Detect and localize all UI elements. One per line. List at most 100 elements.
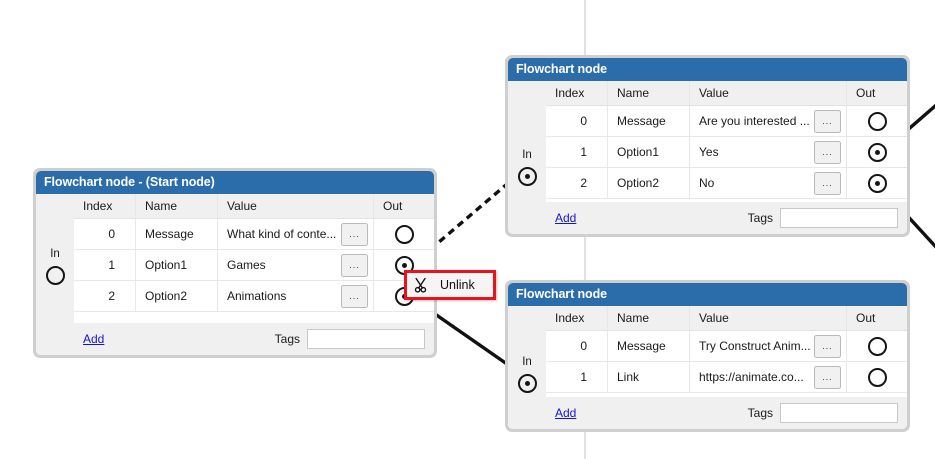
add-row-link[interactable]: Add — [555, 211, 577, 225]
cell-out[interactable] — [374, 219, 434, 249]
column-header-index: Index — [546, 81, 608, 105]
in-port-connected[interactable] — [518, 167, 537, 186]
column-header-value: Value — [218, 194, 374, 218]
cell-value-text: Are you interested ... — [699, 114, 810, 128]
cell-value[interactable]: No ... — [690, 168, 847, 198]
node-footer: Add Tags — [546, 397, 907, 429]
in-label: In — [522, 356, 532, 368]
node-title: Flowchart node — [508, 283, 907, 306]
node-in-rail: In — [508, 81, 546, 234]
out-port-connected[interactable] — [867, 173, 887, 193]
cell-value-text: Games — [227, 258, 266, 272]
cell-name: Message — [608, 106, 690, 136]
value-edit-button[interactable]: ... — [814, 140, 841, 164]
scissors-icon — [413, 276, 431, 294]
table-row[interactable]: 1 Option1 Games ... — [74, 250, 434, 281]
out-port[interactable] — [867, 367, 887, 387]
cell-value[interactable]: What kind of conte... ... — [218, 219, 374, 249]
flowchart-node-start[interactable]: Flowchart node - (Start node) In Index N… — [33, 168, 437, 358]
cell-out[interactable] — [847, 106, 907, 136]
cell-value-text: https://animate.co... — [699, 370, 804, 384]
cell-index: 0 — [546, 331, 608, 361]
cell-out[interactable] — [847, 137, 907, 167]
cell-index: 1 — [546, 362, 608, 392]
cell-value[interactable]: https://animate.co... ... — [690, 362, 847, 392]
add-row-link[interactable]: Add — [83, 332, 105, 346]
out-port[interactable] — [394, 224, 414, 244]
column-header-value: Value — [690, 306, 847, 330]
node-title: Flowchart node — [508, 58, 907, 81]
column-header-name: Name — [136, 194, 218, 218]
out-port[interactable] — [867, 111, 887, 131]
unlink-menu-label: Unlink — [440, 278, 475, 292]
value-edit-button[interactable]: ... — [814, 109, 841, 133]
tags-input[interactable] — [307, 329, 425, 349]
tags-label: Tags — [274, 332, 300, 346]
node-properties-grid[interactable]: Index Name Value Out 0 Message What kind… — [74, 194, 434, 355]
grid-header-row: Index Name Value Out — [74, 194, 434, 219]
in-port-connected[interactable] — [518, 374, 537, 393]
out-port[interactable] — [867, 336, 887, 356]
in-label: In — [50, 248, 60, 260]
node-footer: Add Tags — [546, 202, 907, 234]
value-edit-button[interactable]: ... — [341, 253, 368, 277]
column-header-value: Value — [690, 81, 847, 105]
tags-input[interactable] — [780, 208, 898, 228]
cell-value[interactable]: Games ... — [218, 250, 374, 280]
cell-name: Option2 — [608, 168, 690, 198]
table-row[interactable]: 2 Option2 No ... — [546, 168, 907, 199]
cell-index: 1 — [74, 250, 136, 280]
column-header-out: Out — [856, 86, 876, 100]
cell-index: 1 — [546, 137, 608, 167]
column-header-out: Out — [856, 311, 876, 325]
value-edit-button[interactable]: ... — [341, 222, 368, 246]
cell-value[interactable]: Are you interested ... ... — [690, 106, 847, 136]
node-title: Flowchart node - (Start node) — [36, 171, 434, 194]
cell-index: 0 — [74, 219, 136, 249]
grid-header-row: Index Name Value Out — [546, 306, 907, 331]
cell-index: 0 — [546, 106, 608, 136]
value-edit-button[interactable]: ... — [341, 284, 368, 308]
flowchart-node-animate[interactable]: Flowchart node In Index Name Value Out 0 — [505, 280, 910, 432]
cell-value-text: Animations — [227, 289, 287, 303]
unlink-context-menu[interactable]: Unlink — [404, 270, 496, 300]
cell-name: Message — [136, 219, 218, 249]
grid-header-row: Index Name Value Out — [546, 81, 907, 106]
cell-out[interactable] — [847, 331, 907, 361]
in-label: In — [522, 149, 532, 161]
value-edit-button[interactable]: ... — [814, 365, 841, 389]
cell-value-text: Try Construct Anim... — [699, 339, 811, 353]
node-properties-grid[interactable]: Index Name Value Out 0 Message Try Const… — [546, 306, 907, 429]
cell-name: Option1 — [136, 250, 218, 280]
tags-label: Tags — [747, 211, 773, 225]
column-header-index: Index — [74, 194, 136, 218]
table-row[interactable]: 0 Message What kind of conte... ... — [74, 219, 434, 250]
value-edit-button[interactable]: ... — [814, 171, 841, 195]
cell-value[interactable]: Yes ... — [690, 137, 847, 167]
in-port[interactable] — [46, 266, 65, 285]
node-in-rail: In — [36, 194, 74, 355]
column-header-name: Name — [608, 306, 690, 330]
cell-name: Option1 — [608, 137, 690, 167]
table-row[interactable]: 0 Message Try Construct Anim... ... — [546, 331, 907, 362]
cell-index: 2 — [546, 168, 608, 198]
cell-value-text: No — [699, 176, 715, 190]
table-row[interactable]: 0 Message Are you interested ... ... — [546, 106, 907, 137]
cell-out[interactable] — [847, 168, 907, 198]
column-header-out: Out — [383, 199, 403, 213]
tags-input[interactable] — [780, 403, 898, 423]
out-port-connected[interactable] — [867, 142, 887, 162]
cell-name: Message — [608, 331, 690, 361]
cell-out[interactable] — [847, 362, 907, 392]
table-row[interactable]: 1 Link https://animate.co... ... — [546, 362, 907, 393]
node-properties-grid[interactable]: Index Name Value Out 0 Message Are you i… — [546, 81, 907, 234]
cell-value[interactable]: Try Construct Anim... ... — [690, 331, 847, 361]
flowchart-node-yes-no[interactable]: Flowchart node In Index Name Value Out 0 — [505, 55, 910, 237]
cell-index: 2 — [74, 281, 136, 311]
table-row[interactable]: 2 Option2 Animations ... — [74, 281, 434, 312]
value-edit-button[interactable]: ... — [814, 334, 841, 358]
table-row[interactable]: 1 Option1 Yes ... — [546, 137, 907, 168]
cell-value[interactable]: Animations ... — [218, 281, 374, 311]
add-row-link[interactable]: Add — [555, 406, 577, 420]
